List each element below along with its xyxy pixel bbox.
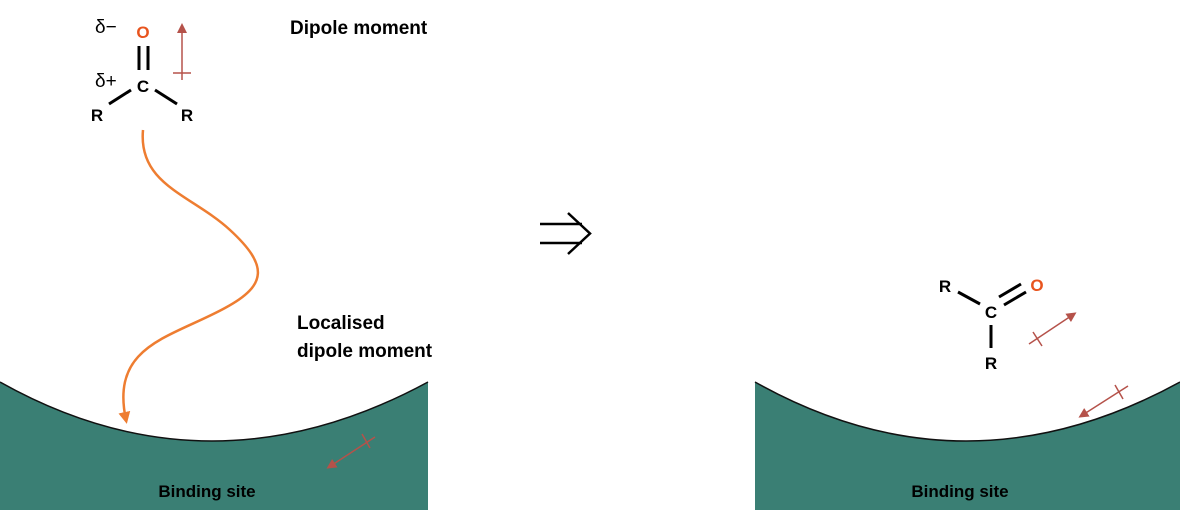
carbon-atom-right: C (985, 303, 997, 322)
bond-c-r2-left (154, 88, 178, 106)
bond-c-r-top-right (957, 290, 981, 306)
dipole-arrow-icon (173, 23, 191, 80)
r-group-left-1: R (91, 106, 103, 125)
bond-c-r1-left (108, 88, 132, 106)
delta-minus-label: δ− (95, 17, 117, 38)
binding-site-label-right: Binding site (911, 482, 1008, 501)
r-group-right-bottom: R (985, 354, 997, 373)
approach-path-arrow (118, 129, 260, 424)
r-group-right-top: R (939, 277, 951, 296)
binding-site-edge-right (754, 381, 1180, 442)
binding-site-edge-left (0, 381, 429, 442)
carbon-atom-left: C (137, 77, 149, 96)
delta-plus-label: δ+ (95, 71, 117, 92)
double-bond-right-1 (998, 282, 1022, 299)
binding-site-shape-right (755, 382, 1180, 510)
binding-site-label-left: Binding site (158, 482, 255, 501)
localised-label-line2: dipole moment (297, 341, 433, 362)
r-group-left-2: R (181, 106, 193, 125)
binding-site-shape-left (0, 382, 428, 510)
oxygen-atom-left: O (136, 23, 149, 42)
implies-arrow-icon (540, 212, 592, 255)
molecule-dipole-arrow-icon-right (1028, 312, 1077, 347)
double-bond-right-2 (1003, 290, 1027, 307)
localised-label-line1: Localised (297, 313, 385, 334)
localised-dipole-arrow-icon-left (326, 433, 376, 469)
dipole-moment-label: Dipole moment (290, 18, 428, 39)
oxygen-atom-right: O (1030, 276, 1043, 295)
localised-dipole-arrow-icon-right (1078, 384, 1129, 418)
